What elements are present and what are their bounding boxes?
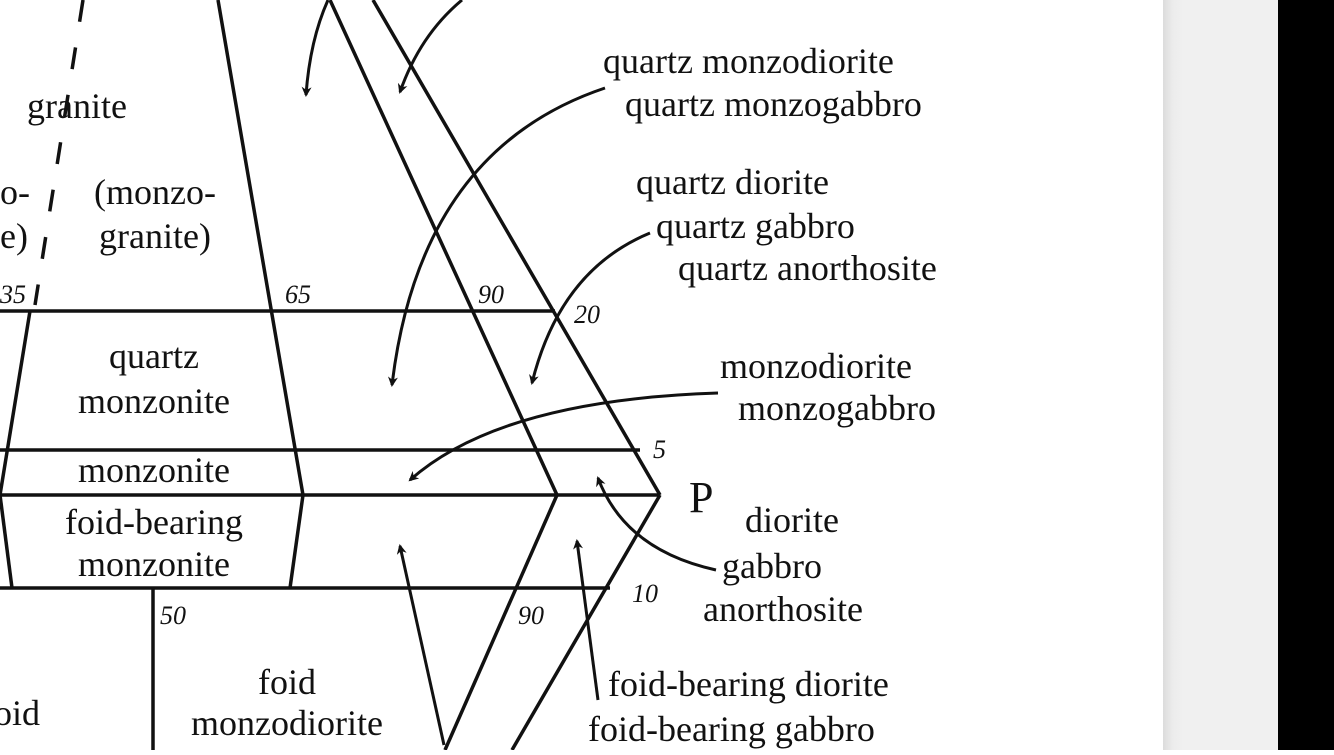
label-foid-monzodiorite: monzodiorite — [191, 703, 383, 743]
scroll-gutter — [1163, 0, 1278, 750]
field-boundaries — [0, 0, 662, 751]
callout-monzogabbro: monzogabbro — [738, 388, 936, 428]
screen-edge — [1278, 0, 1334, 750]
tick-35: 35 — [0, 280, 26, 309]
callout-foid-bearing-gabbro: foid-bearing gabbro — [588, 709, 875, 749]
qapf-diagram: granite o- e) (monzo- granite) quartz mo… — [0, 0, 937, 751]
arrow-icon — [596, 476, 717, 572]
label-syenogranite-fragment: e) — [0, 216, 28, 256]
callout-quartz-anorthosite: quartz anorthosite — [678, 248, 937, 288]
callout-quartz-monzodiorite: quartz monzodiorite — [603, 41, 894, 81]
boundary-35-lower — [0, 494, 14, 589]
tick-20: 20 — [574, 300, 600, 329]
arrow-icon — [301, 0, 330, 97]
callout-quartz-gabbro: quartz gabbro — [656, 206, 855, 246]
tick-5: 5 — [653, 435, 666, 464]
label-granite: granite — [27, 86, 127, 126]
callout-foid-bearing-diorite: foid-bearing diorite — [608, 664, 889, 704]
triangle-edge-lower — [510, 494, 662, 751]
callout-arrows — [301, 0, 719, 746]
callout-diorite: diorite — [745, 500, 839, 540]
arrow-icon — [396, 544, 446, 746]
label-monzonite: monzonite — [78, 450, 230, 490]
boundary-90-lower — [443, 494, 559, 751]
label-foid-monzodiorite: foid — [258, 662, 316, 702]
boundary-65-lower — [288, 494, 305, 589]
label-monzogranite: (monzo- — [94, 172, 216, 212]
tick-90-lower: 90 — [518, 601, 544, 630]
arrow-icon — [387, 86, 606, 387]
triangle-edge-upper — [371, 0, 662, 496]
tick-10: 10 — [632, 579, 658, 608]
apex-label-p: P — [689, 473, 713, 522]
arrow-icon — [397, 0, 463, 94]
label-quartz-monzonite: quartz — [109, 336, 199, 376]
diagram-viewport: granite o- e) (monzo- granite) quartz mo… — [0, 0, 937, 751]
label-foid-syenite-fragment: oid — [0, 693, 40, 733]
boundary-35-dashed — [33, 0, 85, 306]
callout-gabbro: gabbro — [722, 546, 822, 586]
boundary-90-upper — [328, 0, 559, 496]
tick-65: 65 — [285, 280, 311, 309]
arrow-icon — [573, 539, 600, 701]
callout-monzodiorite: monzodiorite — [720, 346, 912, 386]
label-foid-bearing-monzonite: foid-bearing — [65, 502, 243, 542]
tick-50: 50 — [160, 601, 186, 630]
callout-quartz-diorite: quartz diorite — [636, 162, 829, 202]
arrow-icon — [529, 231, 651, 385]
label-syenogranite-fragment: o- — [0, 172, 30, 212]
arrow-icon — [408, 391, 719, 482]
boundary-35-solid — [0, 310, 32, 496]
callout-quartz-monzogabbro: quartz monzogabbro — [625, 84, 922, 124]
boundary-65-upper — [216, 0, 305, 496]
label-foid-bearing-monzonite: monzonite — [78, 544, 230, 584]
label-monzogranite: granite) — [99, 216, 211, 256]
tick-90-upper: 90 — [478, 280, 504, 309]
label-quartz-monzonite: monzonite — [78, 381, 230, 421]
callout-anorthosite: anorthosite — [703, 589, 863, 629]
